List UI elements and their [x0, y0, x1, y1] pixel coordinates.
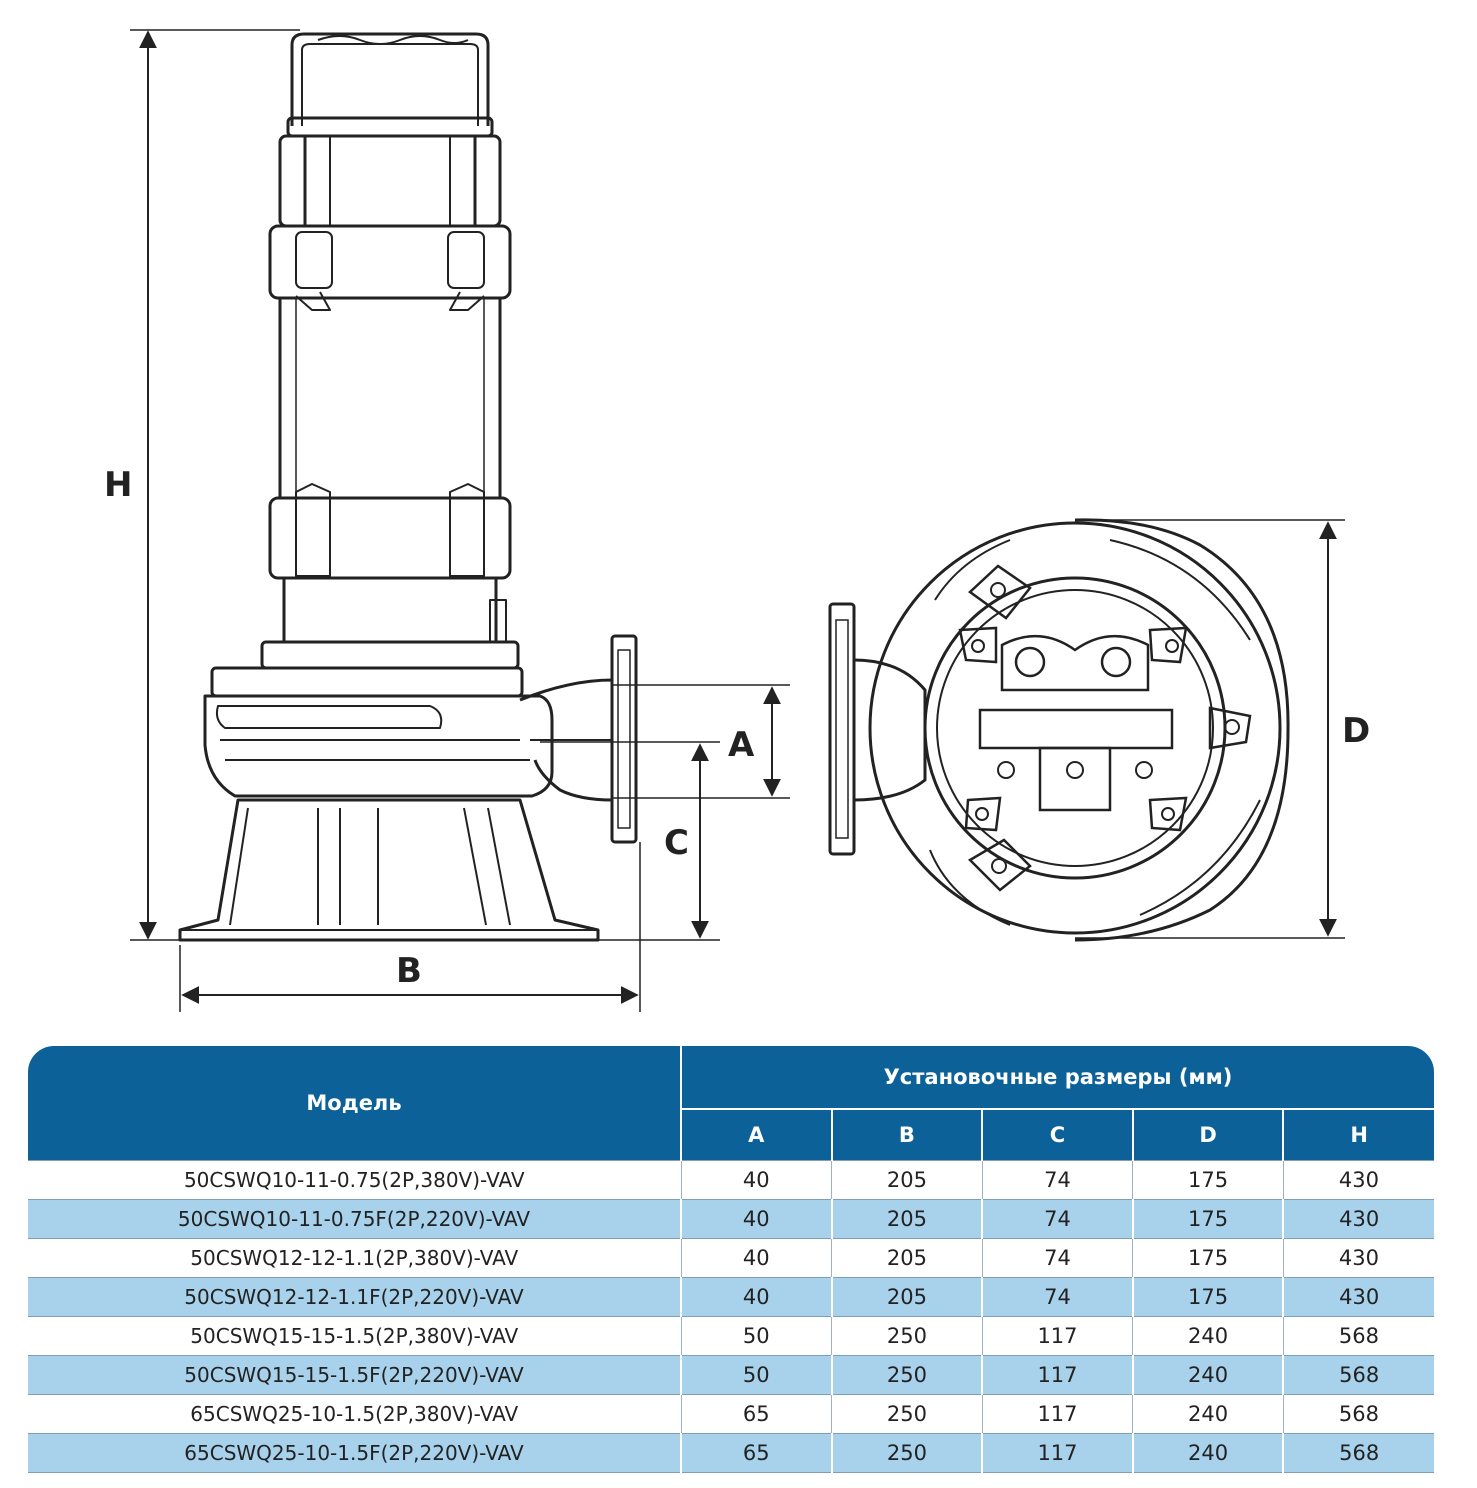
dimension-label-c: C — [664, 823, 689, 863]
value-cell: 240 — [1131, 1433, 1284, 1473]
value-cell: 240 — [1132, 1316, 1284, 1356]
value-cell: 74 — [981, 1238, 1133, 1278]
value-cell: 40 — [680, 1199, 832, 1239]
model-cell: 50CSWQ12-12-1.1F(2P,220V)-VAV — [28, 1277, 681, 1317]
model-cell: 65CSWQ25-10-1.5(2P,380V)-VAV — [28, 1394, 681, 1434]
value-cell: 430 — [1282, 1238, 1434, 1278]
table-row: 50CSWQ12-12-1.1F(2P,220V)-VAV 40 205 74 … — [28, 1277, 1434, 1317]
value-cell: 568 — [1282, 1433, 1434, 1473]
table-row: 50CSWQ15-15-1.5(2P,380V)-VAV 50 250 117 … — [28, 1316, 1434, 1356]
value-cell: 430 — [1282, 1160, 1434, 1200]
table-row: 50CSWQ12-12-1.1(2P,380V)-VAV 40 205 74 1… — [28, 1238, 1434, 1278]
value-cell: 40 — [680, 1277, 832, 1317]
dimension-label-a: A — [728, 725, 755, 765]
value-cell: 430 — [1282, 1199, 1434, 1239]
dimensions-group-header: Установочные размеры (мм) — [680, 1046, 1434, 1109]
value-cell: 568 — [1282, 1355, 1434, 1395]
dimension-lines — [130, 29, 1345, 1012]
model-cell: 50CSWQ15-15-1.5F(2P,220V)-VAV — [28, 1355, 681, 1395]
model-cell: 50CSWQ10-11-0.75F(2P,220V)-VAV — [28, 1199, 681, 1239]
pump-dimension-drawing: H A C B D — [104, 29, 1370, 1012]
value-cell: 117 — [981, 1355, 1133, 1395]
table-row: 50CSWQ10-11-0.75(2P,380V)-VAV 40 205 74 … — [28, 1160, 1434, 1200]
value-cell: 175 — [1131, 1199, 1284, 1239]
column-header-c: C — [981, 1108, 1133, 1161]
model-column-header: Модель — [28, 1046, 681, 1161]
value-cell: 250 — [830, 1355, 983, 1395]
value-cell: 117 — [981, 1433, 1133, 1473]
value-cell: 568 — [1282, 1394, 1434, 1434]
value-cell: 175 — [1132, 1160, 1284, 1200]
value-cell: 74 — [981, 1277, 1133, 1317]
value-cell: 40 — [680, 1160, 832, 1200]
value-cell: 430 — [1282, 1277, 1434, 1317]
value-cell: 205 — [830, 1277, 983, 1317]
pump-bottom-view — [828, 518, 1290, 942]
value-cell: 240 — [1131, 1355, 1284, 1395]
value-cell: 568 — [1282, 1316, 1434, 1356]
value-cell: 117 — [981, 1394, 1133, 1434]
dimension-label-d: D — [1342, 711, 1370, 751]
dimension-label-h: H — [104, 465, 132, 505]
value-cell: 205 — [831, 1160, 983, 1200]
value-cell: 250 — [831, 1394, 983, 1434]
value-cell: 175 — [1132, 1238, 1284, 1278]
value-cell: 40 — [680, 1238, 832, 1278]
value-cell: 74 — [981, 1199, 1133, 1239]
value-cell: 50 — [680, 1355, 832, 1395]
column-header-h: H — [1282, 1108, 1434, 1161]
column-header-b: B — [830, 1108, 983, 1161]
model-cell: 50CSWQ12-12-1.1(2P,380V)-VAV — [28, 1238, 681, 1278]
model-cell: 50CSWQ10-11-0.75(2P,380V)-VAV — [28, 1160, 681, 1200]
model-cell: 50CSWQ15-15-1.5(2P,380V)-VAV — [28, 1316, 681, 1356]
value-cell: 65 — [680, 1394, 832, 1434]
column-header-d: D — [1131, 1108, 1284, 1161]
value-cell: 250 — [830, 1433, 983, 1473]
model-cell: 65CSWQ25-10-1.5F(2P,220V)-VAV — [28, 1433, 681, 1473]
table-row: 50CSWQ10-11-0.75F(2P,220V)-VAV 40 205 74… — [28, 1199, 1434, 1239]
value-cell: 250 — [831, 1316, 983, 1356]
dimension-label-b: B — [396, 951, 422, 991]
column-header-a: A — [680, 1108, 832, 1161]
value-cell: 65 — [680, 1433, 832, 1473]
value-cell: 175 — [1131, 1277, 1284, 1317]
value-cell: 117 — [981, 1316, 1133, 1356]
value-cell: 240 — [1132, 1394, 1284, 1434]
pump-side-view — [178, 32, 638, 942]
table-row: 65CSWQ25-10-1.5(2P,380V)-VAV 65 250 117 … — [28, 1394, 1434, 1434]
dimensions-table: Модель Установочные размеры (мм) A B C D… — [28, 1046, 1434, 1473]
value-cell: 74 — [981, 1160, 1133, 1200]
table-row: 65CSWQ25-10-1.5F(2P,220V)-VAV 65 250 117… — [28, 1433, 1434, 1473]
value-cell: 205 — [830, 1199, 983, 1239]
value-cell: 205 — [831, 1238, 983, 1278]
table-row: 50CSWQ15-15-1.5F(2P,220V)-VAV 50 250 117… — [28, 1355, 1434, 1395]
value-cell: 50 — [680, 1316, 832, 1356]
